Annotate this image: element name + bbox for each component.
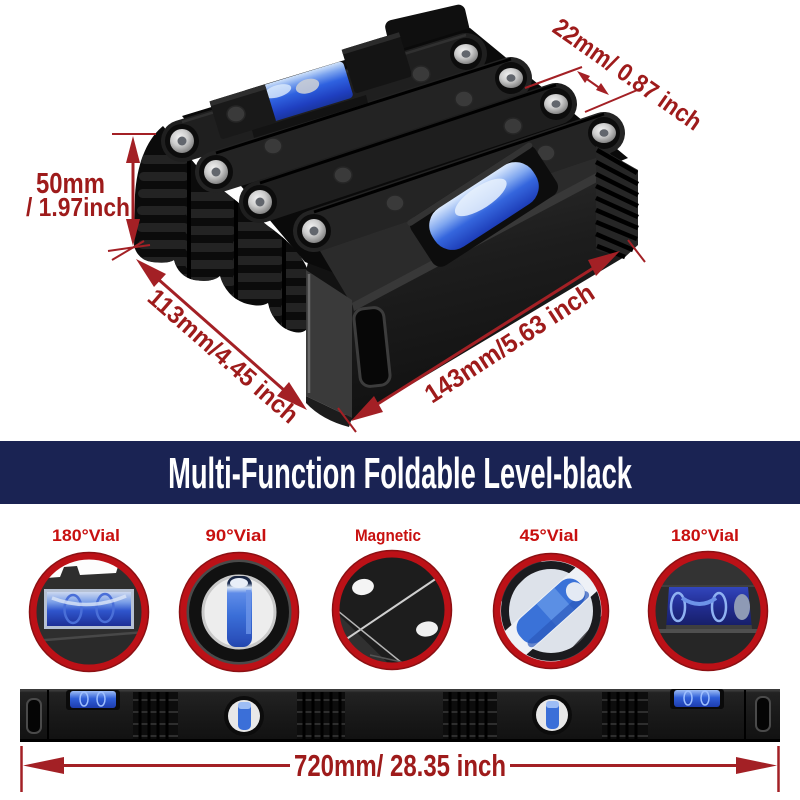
- svg-text:/ 1.97inch: / 1.97inch: [26, 192, 130, 222]
- svg-text:50mm: 50mm: [36, 168, 105, 200]
- svg-text:720mm/ 28.35 inch: 720mm/ 28.35 inch: [294, 748, 506, 783]
- svg-text:180°Vial: 180°Vial: [671, 526, 739, 545]
- svg-text:Magnetic: Magnetic: [355, 526, 421, 545]
- svg-text:45°Vial: 45°Vial: [520, 526, 579, 545]
- svg-text:180°Vial: 180°Vial: [52, 526, 120, 545]
- svg-text:90°Vial: 90°Vial: [206, 526, 267, 545]
